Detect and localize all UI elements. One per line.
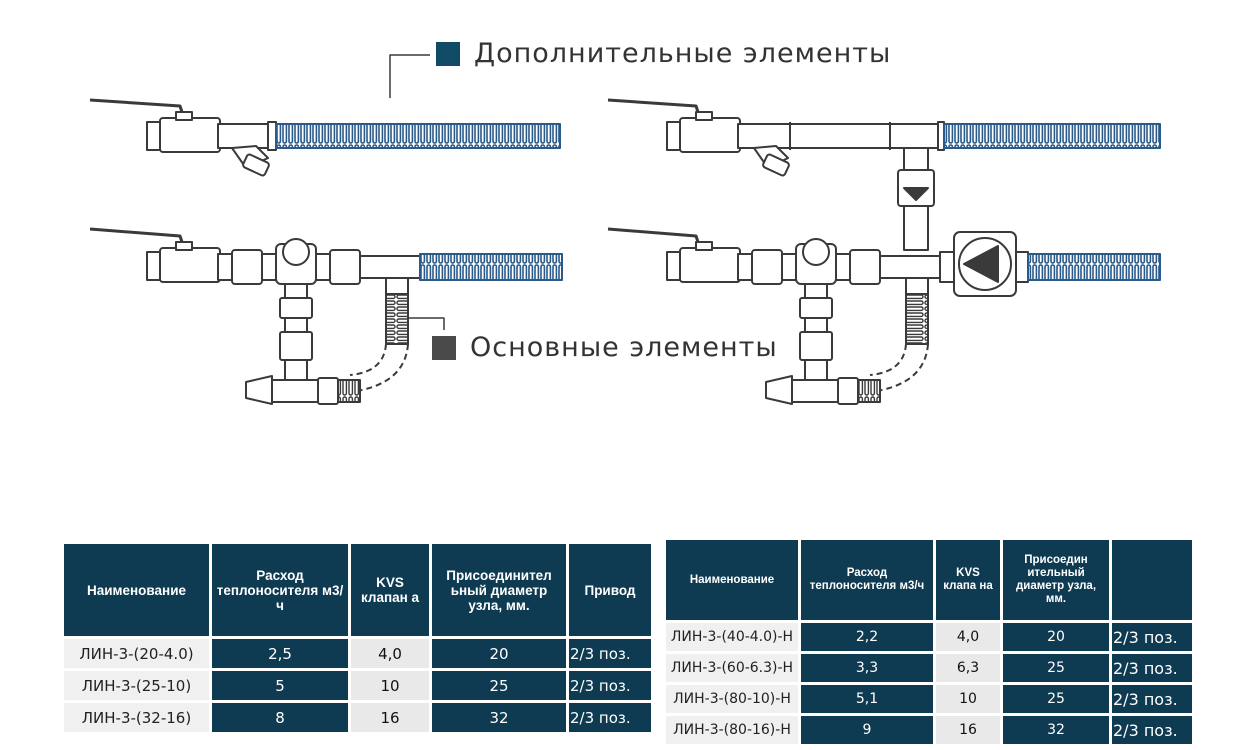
right-top-assembly xyxy=(607,98,1161,251)
table-row: ЛИН-3-(80-16)-Н 9 16 32 2/3 поз. xyxy=(666,716,1192,744)
cell-drive: 2/3 поз. xyxy=(1112,716,1192,744)
cell-flow: 2,5 xyxy=(212,639,348,668)
cell-diameter: 25 xyxy=(1003,685,1109,713)
table-row: ЛИН-3-(40-4.0)-Н 2,2 4,0 20 2/3 поз. xyxy=(666,623,1192,651)
cell-kvs: 16 xyxy=(351,703,429,732)
cell-drive: 2/3 поз. xyxy=(1112,654,1192,682)
cell-diameter: 20 xyxy=(432,639,566,668)
col-header-diameter: Присоединител ьный диаметр узла, мм. xyxy=(432,544,566,636)
cell-diameter: 25 xyxy=(432,671,566,700)
left-bottom-assembly xyxy=(89,227,563,405)
extra-legend-leader xyxy=(389,54,430,98)
legend-main-label: Основные элементы xyxy=(470,332,778,363)
table-row: ЛИН-3-(20-4.0) 2,5 4,0 20 2/3 поз. xyxy=(64,639,651,668)
col-header-kvs: KVS клапан а xyxy=(351,544,429,636)
cell-kvs: 6,3 xyxy=(936,654,1000,682)
col-header-name: Наименование xyxy=(666,540,798,620)
legend-extra-elements: Дополнительные элементы xyxy=(436,38,891,69)
col-header-name: Наименование xyxy=(64,544,209,636)
cell-kvs: 4,0 xyxy=(351,639,429,668)
cell-name: ЛИН-3-(20-4.0) xyxy=(64,639,209,668)
legend-main-swatch xyxy=(432,335,456,360)
col-header-kvs: KVS клапа на xyxy=(936,540,1000,620)
main-legend-leader xyxy=(408,317,445,330)
spec-table-right: Наименование Расход теплоносителя м3/ч K… xyxy=(663,537,1195,747)
col-header-flow: Расход теплоносителя м3/ч xyxy=(212,544,348,636)
spec-table-left: Наименование Расход теплоносителя м3/ч K… xyxy=(61,541,654,735)
cell-name: ЛИН-3-(80-10)-Н xyxy=(666,685,798,713)
cell-name: ЛИН-3-(32-16) xyxy=(64,703,209,732)
table-row: ЛИН-3-(25-10) 5 10 25 2/3 поз. xyxy=(64,671,651,700)
legend-main-elements: Основные элементы xyxy=(432,332,778,363)
cell-flow: 2,2 xyxy=(801,623,933,651)
col-header-flow: Расход теплоносителя м3/ч xyxy=(801,540,933,620)
cell-drive: 2/3 поз. xyxy=(1112,623,1192,651)
cell-kvs: 16 xyxy=(936,716,1000,744)
cell-drive: 2/3 поз. xyxy=(569,671,651,700)
table-row: ЛИН-3-(32-16) 8 16 32 2/3 поз. xyxy=(64,703,651,732)
table-header-row: Наименование Расход теплоносителя м3/ч K… xyxy=(64,544,651,636)
ball-valve-handle xyxy=(89,98,186,119)
col-header-drive: Привод xyxy=(569,544,651,636)
col-header-diameter: Присоедин ительный диаметр узла, мм. xyxy=(1003,540,1109,620)
cell-diameter: 25 xyxy=(1003,654,1109,682)
cell-flow: 9 xyxy=(801,716,933,744)
table-row: ЛИН-3-(80-10)-Н 5,1 10 25 2/3 поз. xyxy=(666,685,1192,713)
legend-extra-swatch xyxy=(436,41,460,66)
cell-diameter: 32 xyxy=(432,703,566,732)
cell-drive: 2/3 поз. xyxy=(569,639,651,668)
cell-flow: 8 xyxy=(212,703,348,732)
table-row: ЛИН-3-(60-6.3)-Н 3,3 6,3 25 2/3 поз. xyxy=(666,654,1192,682)
col-header-drive xyxy=(1112,540,1192,620)
cell-kvs: 4,0 xyxy=(936,623,1000,651)
cell-drive: 2/3 поз. xyxy=(569,703,651,732)
cell-drive: 2/3 поз. xyxy=(1112,685,1192,713)
cell-flow: 5 xyxy=(212,671,348,700)
cell-name: ЛИН-3-(60-6.3)-Н xyxy=(666,654,798,682)
piping-diagram xyxy=(89,54,1161,405)
cell-flow: 3,3 xyxy=(801,654,933,682)
cell-name: ЛИН-3-(25-10) xyxy=(64,671,209,700)
cell-flow: 5,1 xyxy=(801,685,933,713)
legend-extra-label: Дополнительные элементы xyxy=(474,38,892,69)
balancing-valve-knob xyxy=(245,375,273,405)
cell-name: ЛИН-3-(40-4.0)-Н xyxy=(666,623,798,651)
right-bottom-assembly xyxy=(607,227,1161,405)
cell-kvs: 10 xyxy=(936,685,1000,713)
cell-diameter: 20 xyxy=(1003,623,1109,651)
left-top-assembly xyxy=(89,98,561,177)
cell-kvs: 10 xyxy=(351,671,429,700)
table-header-row: Наименование Расход теплоносителя м3/ч K… xyxy=(666,540,1192,620)
cell-name: ЛИН-3-(80-16)-Н xyxy=(666,716,798,744)
cell-diameter: 32 xyxy=(1003,716,1109,744)
